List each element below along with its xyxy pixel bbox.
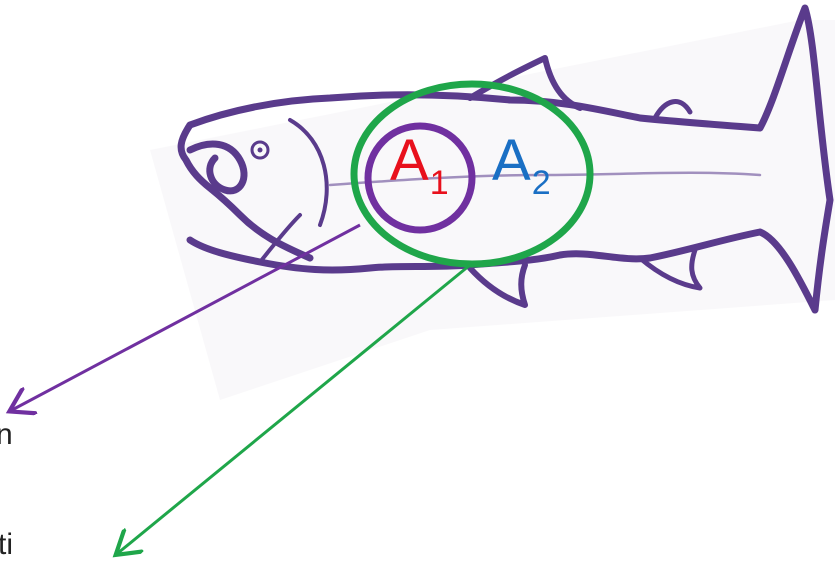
allele-2-label: A2 <box>492 132 551 190</box>
allele-2-letter: A <box>492 128 531 193</box>
allele-1-subscript: 1 <box>430 164 449 202</box>
left-label-bottom: ti <box>0 528 13 562</box>
allele-2-subscript: 2 <box>532 164 551 202</box>
left-label-top: n <box>0 418 13 452</box>
allele-1-letter: A <box>390 128 429 193</box>
fish-background-patch <box>150 20 835 400</box>
allele-1-label: A1 <box>390 132 449 190</box>
